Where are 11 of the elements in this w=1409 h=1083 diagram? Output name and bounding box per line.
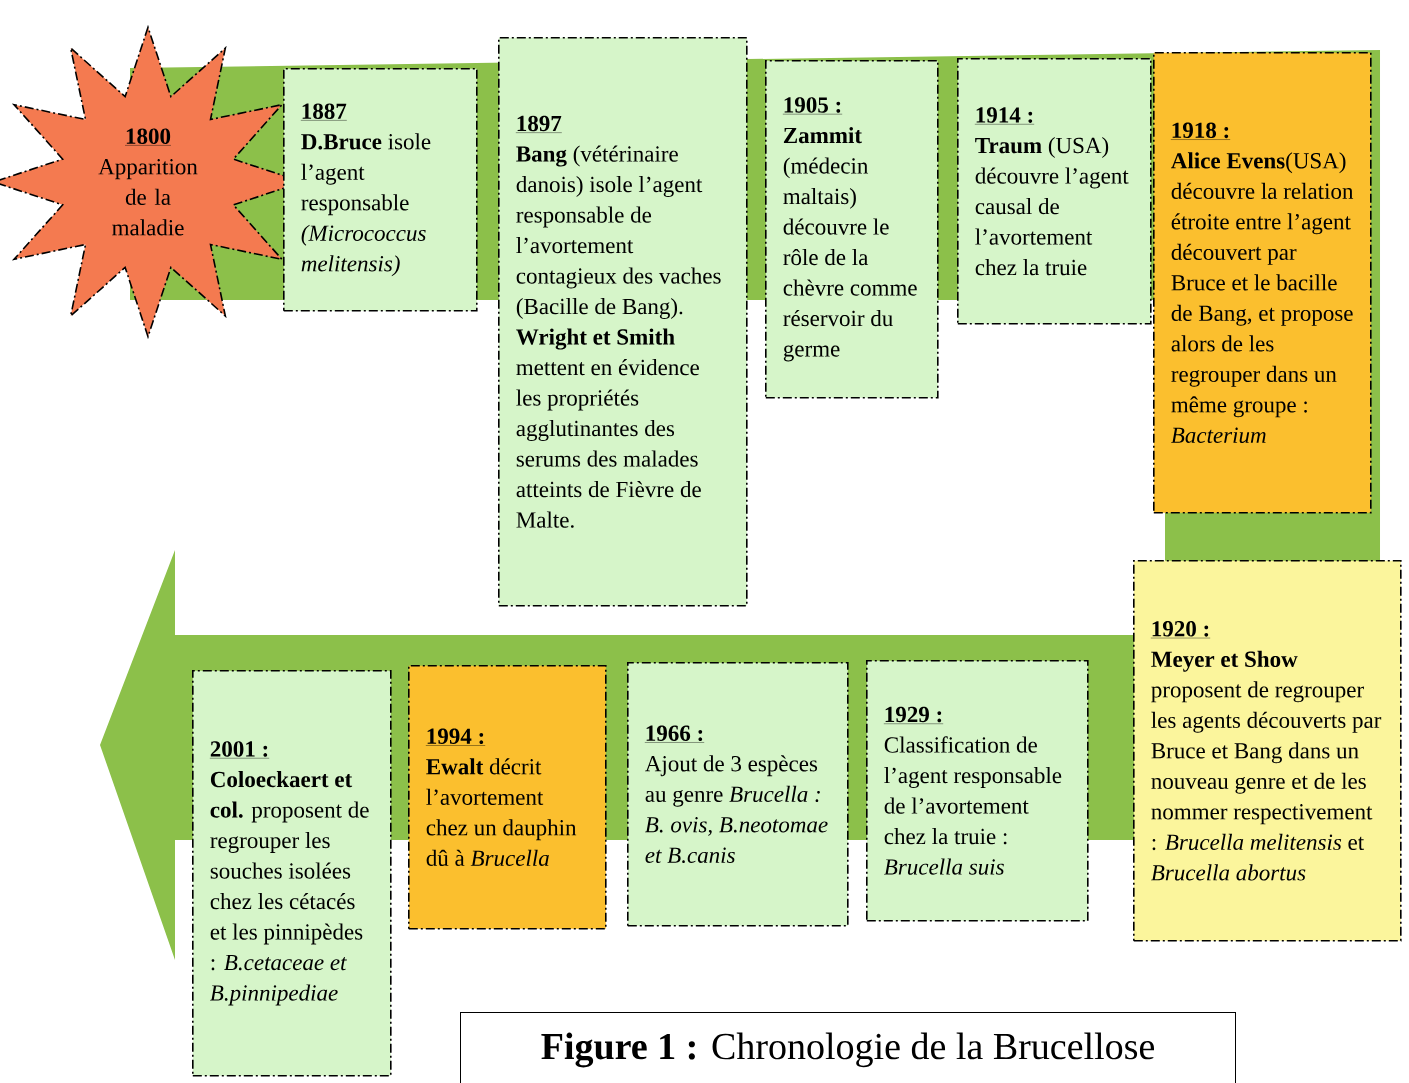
event-box: 1887 D.Bruce isole l’agent responsable (Micrococcus melitensis) [283, 68, 478, 312]
event-box: 1897 Bang (vétérinaire danois) isole l’agent responsable de l’avortement contagieux des vaches (Bacille de Bang). Wright et Smith mettent en évidence les propriétés agglutinantes des serums des malades atteints de Fièvre de Malte. [498, 37, 748, 607]
event-box: 1994 : Ewalt décrit l’avortement chez un dauphin dû à Brucella [408, 665, 607, 930]
event-box: 1966 : Ajout de 3 espèces au genre Brucella : B. ovis, B.neotomae et B.canis [627, 662, 849, 927]
event-box: 1920 : Meyer et Show proposent de regrouper les agents découverts par Bruce et Bang dans un nouveau genre et de les nommer respectivement : Brucella melitensis et Brucella abortus [1133, 560, 1402, 942]
event-box: 1929 : Classification de l’agent responsable de l’avortement chez la truie : Brucella suis [866, 660, 1089, 922]
event-box: 1918 : Alice Evens(USA) découvre la relation étroite entre l’agent découvert par Bruce et le bacille de Bang, et propose alors de les regrouper dans un même groupe : Bacterium [1153, 52, 1372, 514]
caption-box: Figure 1 : Chronologie de la Brucellose [460, 1012, 1236, 1083]
event-box: 1914 : Traum (USA) découvre l’agent causal de l’avortement chez la truie [957, 58, 1152, 325]
event-box: 2001 : Coloeckaert et col. proposent de regrouper les souches isolées chez les cétacés et les pinnipèdes : B.cetaceae et B.pinnipediae [192, 670, 392, 1077]
event-box: 1905 : Zammit (médecin maltais) découvre le rôle de la chèvre comme réservoir du germe [765, 60, 939, 399]
